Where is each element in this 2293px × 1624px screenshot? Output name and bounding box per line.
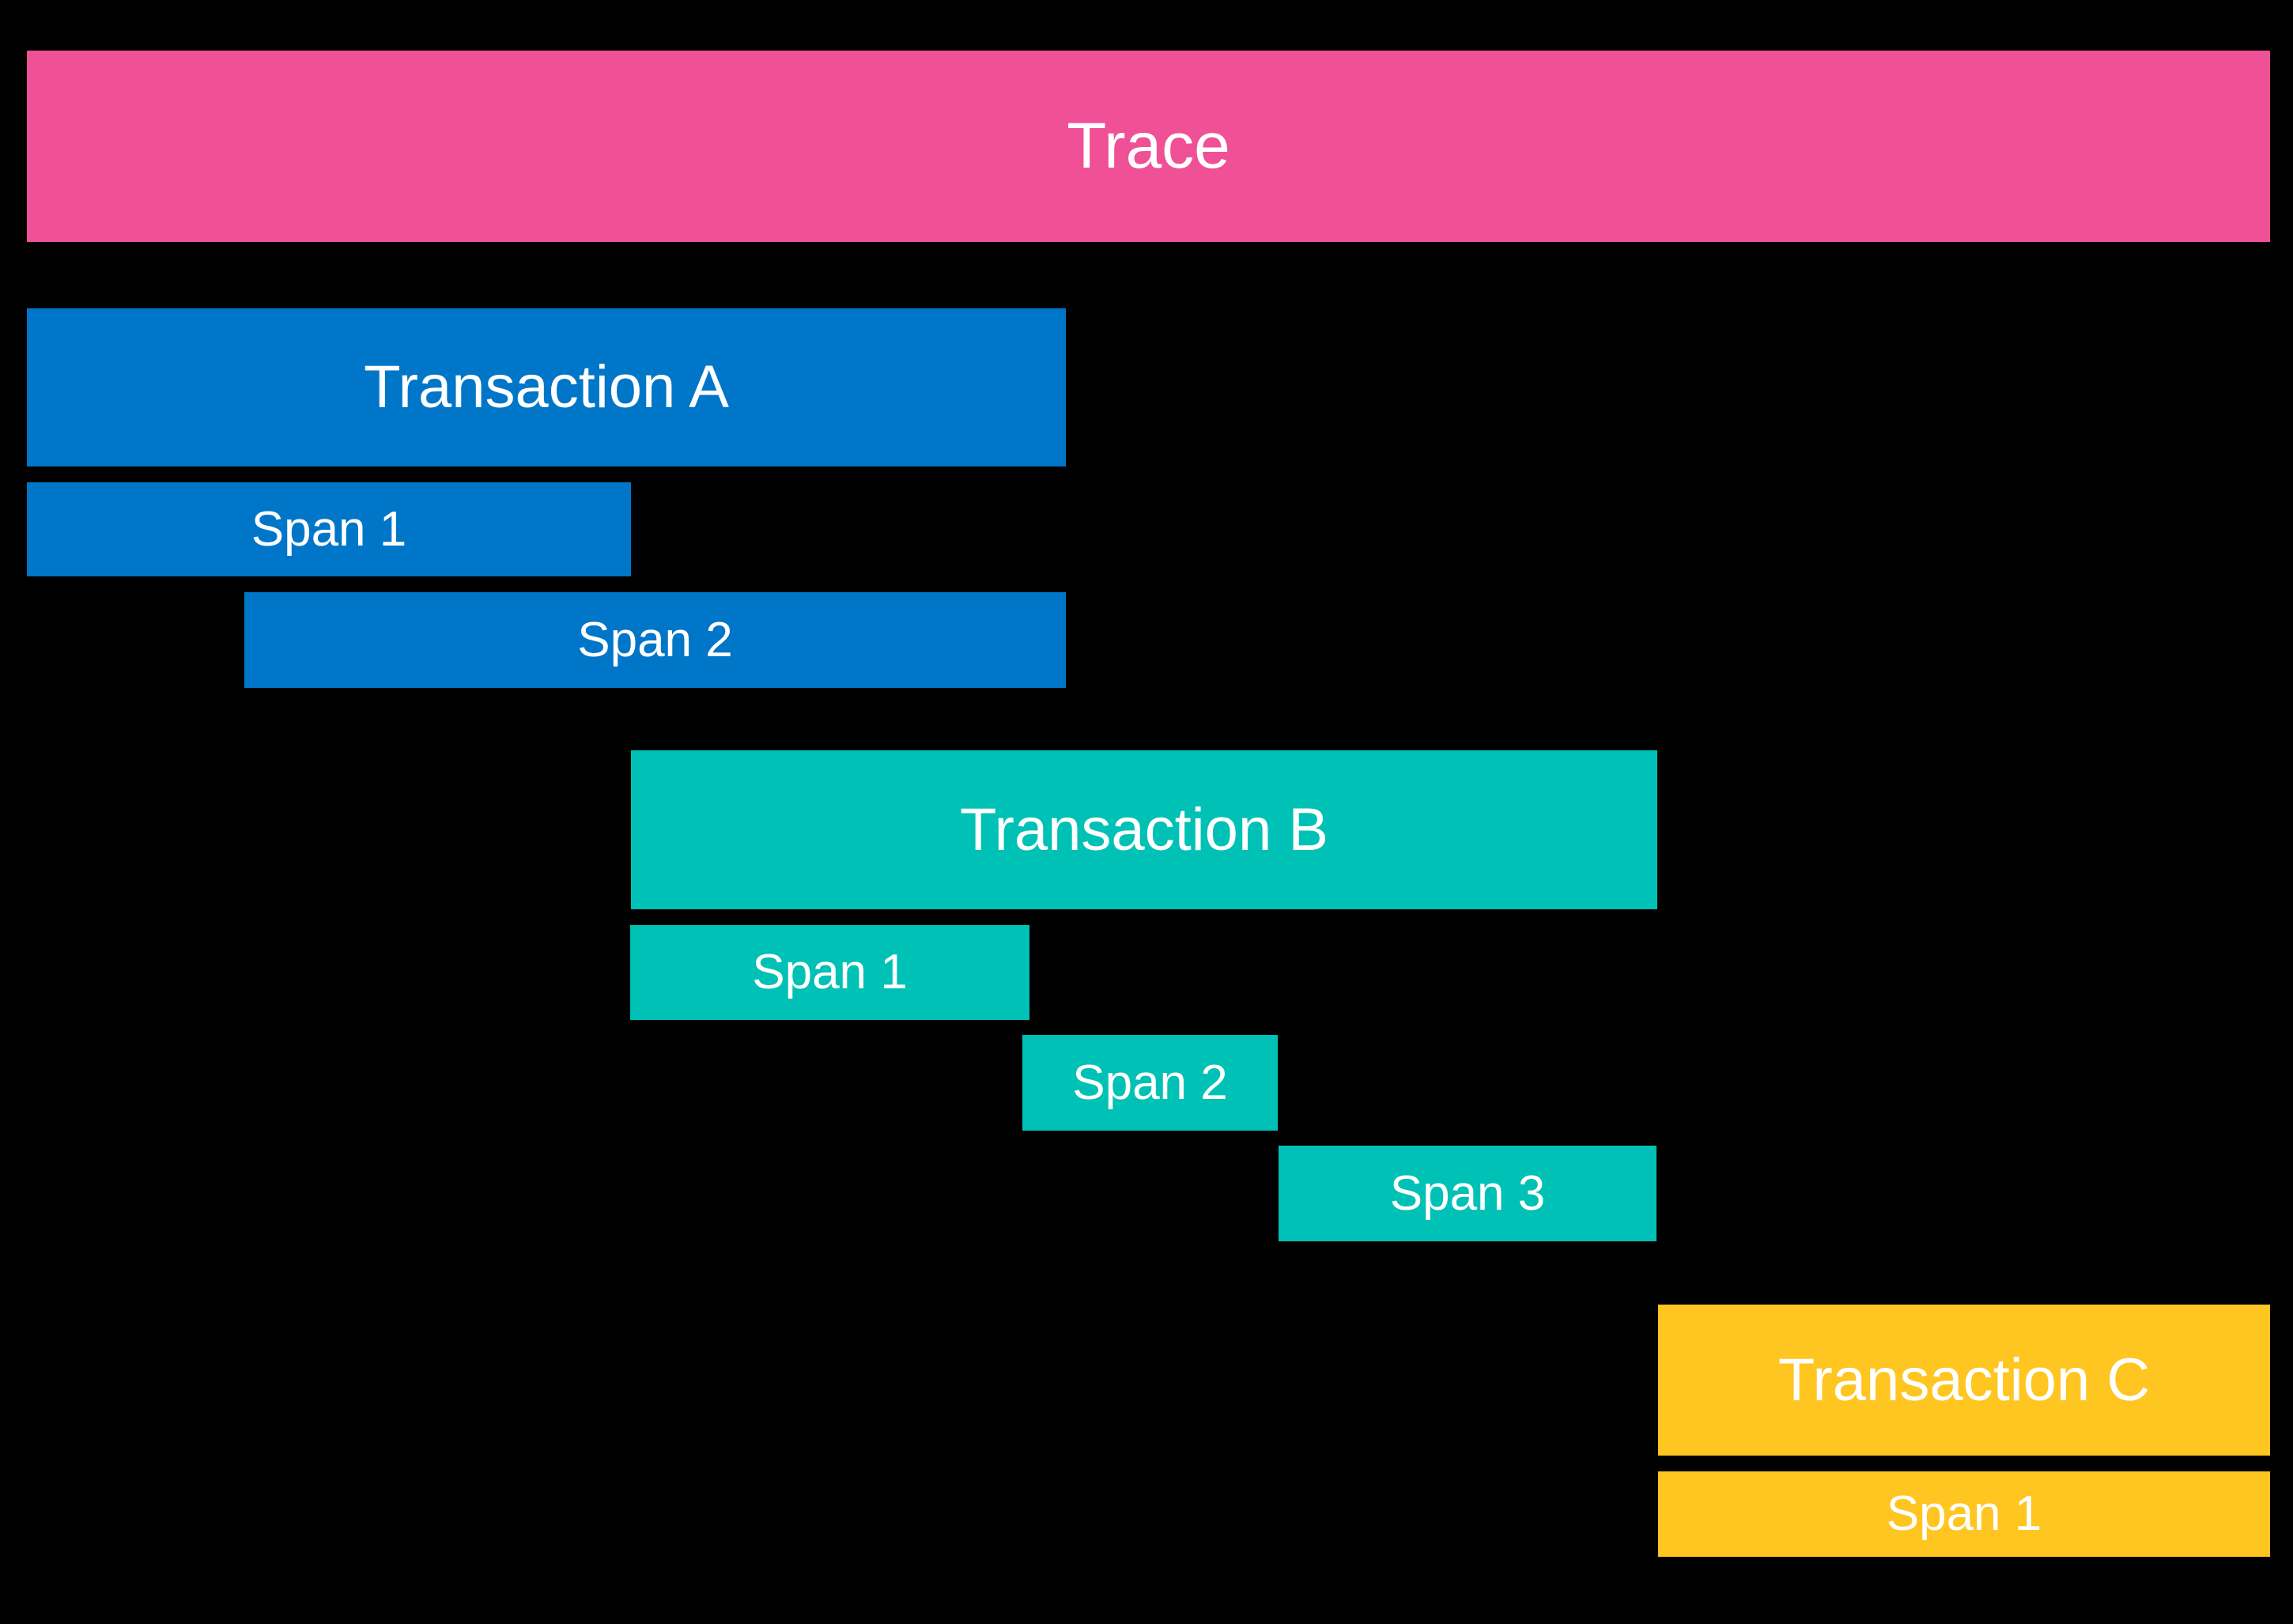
bar-transaction-b-span-3[interactable]: Span 3 (1279, 1146, 1656, 1241)
bar-transaction-b-span-1[interactable]: Span 1 (630, 925, 1029, 1020)
bar-label-transaction-a-span-2: Span 2 (577, 612, 733, 667)
bar-label-transaction-c-span-1: Span 1 (1886, 1486, 2042, 1541)
bar-trace[interactable]: Trace (27, 51, 2270, 242)
bar-transaction-c-span-1[interactable]: Span 1 (1658, 1471, 2270, 1557)
bar-label-transaction-a: Transaction A (364, 353, 729, 421)
bar-label-transaction-b-span-1: Span 1 (752, 945, 908, 999)
bar-label-transaction-a-span-1: Span 1 (251, 501, 407, 557)
bar-label-transaction-b-span-3: Span 3 (1389, 1165, 1546, 1221)
bar-label-transaction-c: Transaction C (1777, 1346, 2151, 1414)
bar-transaction-b-span-2[interactable]: Span 2 (1022, 1035, 1278, 1131)
bar-transaction-c[interactable]: Transaction C (1658, 1305, 2270, 1456)
bar-label-transaction-b: Transaction B (959, 795, 1329, 863)
bar-label-transaction-b-span-2: Span 2 (1072, 1055, 1228, 1110)
bar-label-trace: Trace (1067, 110, 1230, 182)
bar-transaction-b[interactable]: Transaction B (631, 750, 1657, 909)
bar-transaction-a-span-2[interactable]: Span 2 (244, 592, 1066, 688)
bar-transaction-a[interactable]: Transaction A (27, 308, 1066, 466)
bar-transaction-a-span-1[interactable]: Span 1 (27, 482, 631, 576)
